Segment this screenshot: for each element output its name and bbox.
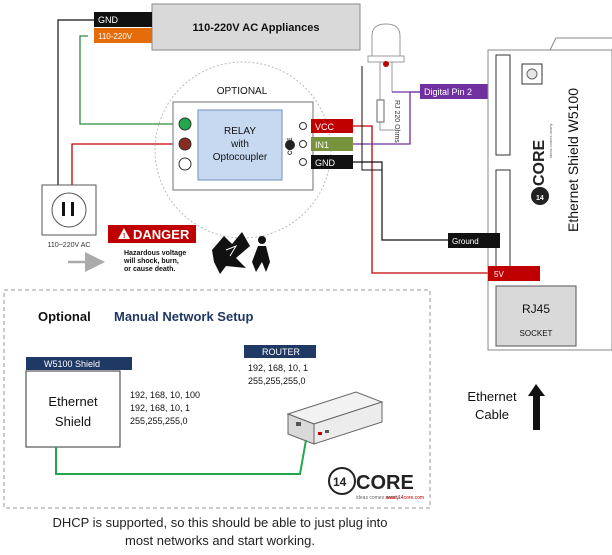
- danger-text-1: Hazardous voltage: [124, 250, 186, 257]
- shock-hazard-icon: [212, 232, 270, 274]
- danger-title: DANGER: [133, 227, 190, 242]
- danger-text-3: or cause death.: [124, 266, 175, 273]
- shield-ip: 192, 168, 10, 100: [130, 390, 200, 400]
- gnd-pin-label: GND: [315, 158, 336, 168]
- relay-pin-circle-3: [299, 158, 307, 166]
- outlet-icon: [41, 184, 97, 236]
- appliance-title: 110-220V AC Appliances: [193, 22, 320, 34]
- svg-text:www.14core.com: www.14core.com: [386, 495, 424, 501]
- resistor-label: RJ 220 Ohms: [393, 100, 400, 143]
- network-shield-label-1: Ethernet: [48, 394, 98, 409]
- svg-text:ideas comes nearly: ideas comes nearly: [548, 124, 553, 158]
- fivev-label: 5V: [494, 270, 504, 279]
- shield-subnet: 255,255,255,0: [130, 416, 188, 426]
- header-bottom: [495, 169, 511, 271]
- outlet-label: 110~220V AC: [48, 242, 91, 249]
- led-wire-down: [379, 122, 396, 131]
- fivev-label-box: [488, 266, 540, 281]
- appliance-gnd-text: GND: [98, 15, 119, 25]
- svg-text:14: 14: [536, 195, 544, 202]
- relay-logo-icon: CORE: [285, 138, 295, 155]
- router-subnet: 255,255,255,0: [248, 376, 306, 386]
- in1-pin-label: IN1: [315, 140, 329, 150]
- shield-logo-icon: 14 CORE ideas comes nearly: [531, 124, 553, 205]
- svg-text:CORE: CORE: [288, 138, 294, 155]
- appliance-volt-label: [94, 28, 152, 43]
- network-shield-label-2: Shield: [55, 414, 91, 429]
- gnd-pin: [311, 155, 353, 169]
- led-icon: [367, 23, 405, 67]
- resistor: [376, 99, 385, 123]
- ac-wire-green: [79, 35, 182, 125]
- caption: DHCP is supported, so this should be abl…: [0, 514, 440, 550]
- relay-optional-label: OPTIONAL: [217, 86, 268, 97]
- network-shield-box: [25, 370, 121, 448]
- network-optional-label: Optional: [38, 309, 91, 324]
- shield-title: Ethernet Shield W5100: [565, 88, 581, 232]
- appliance-volt-text: 110-220V: [98, 32, 133, 41]
- caption-line-1: DHCP is supported, so this should be abl…: [52, 515, 388, 530]
- svg-text:ideas comes nearly: ideas comes nearly: [356, 495, 400, 501]
- shield-header-box: [26, 357, 132, 370]
- cable-label-2: Cable: [475, 407, 509, 422]
- shield-header: W5100 Shield: [44, 359, 100, 369]
- reset-button-dot: [526, 68, 538, 80]
- relay-gnd-wire: [352, 161, 448, 241]
- relay-terminal-red: [178, 137, 192, 151]
- appliance-gnd-label: [94, 12, 152, 27]
- svg-text:14: 14: [333, 475, 347, 489]
- caption-line-2: most networks and start working.: [124, 533, 316, 548]
- svg-text:!: !: [123, 233, 125, 240]
- vcc-pin: [311, 119, 353, 133]
- ground-label-box: [448, 233, 500, 248]
- header-top: [495, 54, 511, 156]
- relay-name-1: RELAY: [224, 126, 256, 137]
- shield-gateway: 192, 168, 10, 1: [130, 403, 190, 413]
- router-ip: 192, 168, 10, 1: [248, 363, 308, 373]
- danger-sign: ! DANGER: [108, 225, 196, 243]
- up-arrow-icon: [528, 384, 545, 430]
- brand-logo: 14 CORE ideas comes nearly www.14core.co…: [328, 467, 424, 501]
- ground-label: Ground: [452, 237, 479, 246]
- router-icon: [286, 391, 384, 445]
- relay-name-3: Optocoupler: [213, 152, 268, 163]
- in1-pin: [311, 137, 353, 151]
- relay-terminal-empty: [178, 157, 192, 171]
- relay-pin-circle-2: [299, 140, 307, 148]
- relay-pin-circle-1: [299, 122, 307, 130]
- rj45-label-1: RJ45: [522, 302, 550, 316]
- shield-notch: [549, 37, 612, 51]
- digital-pin-label-box: [420, 84, 490, 99]
- network-setup-title: Manual Network Setup: [114, 309, 253, 324]
- appliance-box: [151, 3, 361, 51]
- led-ground-wire: [361, 66, 382, 171]
- digital-pin-label: Digital Pin 2: [424, 87, 472, 97]
- relay-terminal-green: [178, 117, 192, 131]
- network-setup-box: [3, 289, 431, 509]
- svg-text:CORE: CORE: [531, 139, 548, 186]
- rj45-label-2: SOCKET: [520, 329, 553, 338]
- rj45-socket: [495, 285, 577, 347]
- danger-text-2: will shock, burn,: [123, 258, 179, 265]
- svg-text:CORE: CORE: [356, 472, 414, 494]
- vcc-pin-label: VCC: [315, 122, 335, 132]
- vcc-wire: [352, 125, 490, 274]
- cable-label-1: Ethernet: [467, 389, 517, 404]
- relay-name-2: with: [230, 139, 249, 150]
- router-header-box: [244, 345, 316, 358]
- relay-block: [197, 109, 283, 181]
- router-header: ROUTER: [262, 347, 301, 357]
- network-cable: [55, 439, 307, 475]
